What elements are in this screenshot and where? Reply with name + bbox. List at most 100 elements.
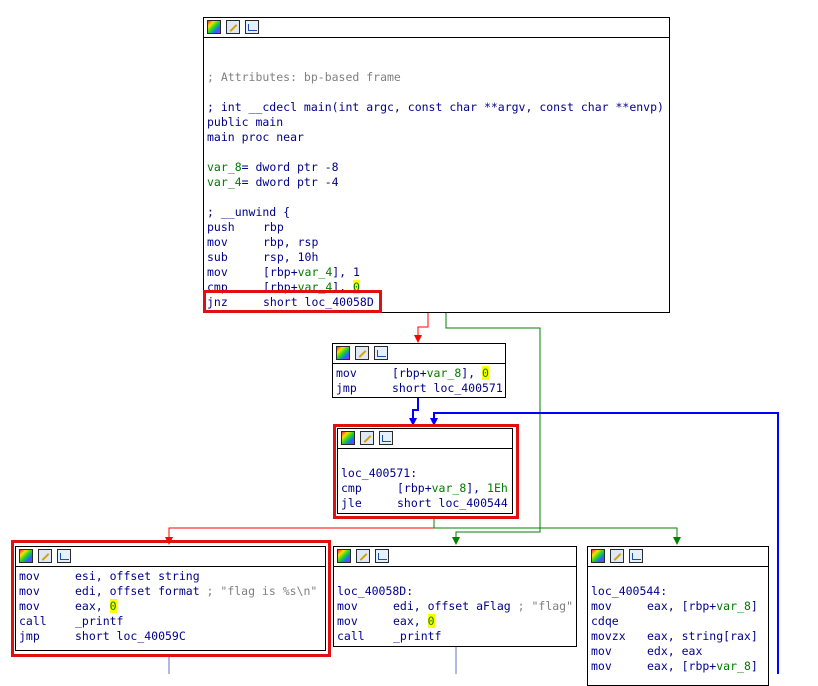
var4-name[interactable]: var_4 <box>207 175 242 189</box>
instruction-line[interactable]: cdqe <box>591 614 647 629</box>
instruction-operand: edi, offset format <box>75 584 200 598</box>
graph-icon[interactable] <box>375 549 389 563</box>
instruction-line[interactable]: mov esi, offset string <box>19 569 200 584</box>
instruction-line[interactable]: call_printf <box>337 629 441 644</box>
edit-icon[interactable] <box>356 549 370 563</box>
instruction-operand: _printf <box>393 629 442 643</box>
instruction-operand: short loc_40059C <box>75 629 186 643</box>
instruction-operand: eax, <box>75 599 110 613</box>
node-header <box>338 429 512 449</box>
edge-init-to-loop <box>412 398 419 424</box>
instruction-operand: esi, offset string <box>75 569 200 583</box>
highlight-loop <box>333 424 519 519</box>
highlight-print-flag <box>11 540 331 657</box>
color-palette-icon[interactable] <box>337 549 351 563</box>
instruction-operand: short loc_400571 <box>392 381 503 395</box>
stack-variable-ref[interactable]: var_8 <box>426 366 462 380</box>
instruction-operand: rsp, 10h <box>263 250 319 264</box>
proc-line: main proc near <box>207 130 304 144</box>
stack-variable-ref[interactable]: var_8 <box>431 481 467 495</box>
color-palette-icon[interactable] <box>19 549 33 563</box>
public-line: public main <box>207 115 284 129</box>
edit-icon[interactable] <box>226 20 240 34</box>
instruction-line[interactable]: cmp[rbp+var_8], 1Eh <box>341 481 508 496</box>
var8-name[interactable]: var_8 <box>207 160 242 174</box>
instruction-mnemonic: mov <box>207 235 228 249</box>
edge-main-to-else <box>445 313 541 543</box>
edge-loop-to-body <box>433 519 678 543</box>
instruction-mnemonic: mov <box>591 659 612 673</box>
instruction-mnemonic: mov <box>19 569 40 583</box>
instruction-operand: ], 1 <box>332 265 360 279</box>
instruction-operand: [rbp+ <box>397 481 432 495</box>
instruction-operand: _printf <box>75 614 124 628</box>
instruction-mnemonic: mov <box>207 265 228 279</box>
edit-icon[interactable] <box>610 549 624 563</box>
highlighted-constant: 0 <box>482 366 489 380</box>
instruction-line[interactable]: mov[rbp+var_8], 0 <box>336 366 489 381</box>
highlighted-constant: 0 <box>427 614 435 628</box>
instruction-mnemonic: sub <box>207 250 228 264</box>
color-palette-icon[interactable] <box>591 549 605 563</box>
edge-arrow <box>414 335 422 343</box>
graph-icon[interactable] <box>629 549 643 563</box>
instruction-line[interactable]: jle short loc_400544 <box>341 496 508 511</box>
color-palette-icon[interactable] <box>341 431 355 445</box>
stack-variable-ref[interactable]: var_4 <box>297 265 333 279</box>
instruction-mnemonic: mov <box>336 366 357 380</box>
instruction-operand: eax, [rbp+ <box>647 599 717 613</box>
var4-decl: var_4= dword ptr -4 <box>207 175 339 190</box>
edit-icon[interactable] <box>38 549 52 563</box>
highlight-jnz <box>203 290 382 313</box>
instruction-line[interactable]: mov[rbp+var_4], 1 <box>207 265 360 280</box>
instruction-comment: ; "flag" <box>510 599 574 613</box>
instruction-line[interactable]: sub rsp, 10h <box>207 250 318 265</box>
edge-arrow <box>409 418 417 426</box>
stack-variable-ref[interactable]: var_8 <box>716 659 751 673</box>
var4-type: = dword ptr -4 <box>241 175 339 189</box>
highlighted-constant: 0 <box>109 599 117 613</box>
var8-decl: var_8= dword ptr -8 <box>207 160 339 175</box>
node-header <box>204 18 669 38</box>
color-palette-icon[interactable] <box>207 20 221 34</box>
instruction-operand: short loc_400544 <box>397 496 508 510</box>
graph-icon[interactable] <box>374 346 388 360</box>
graph-icon[interactable] <box>57 549 71 563</box>
node-main[interactable]: ; Attributes: bp-based frame ; int __cde… <box>203 17 670 313</box>
instruction-line[interactable]: call_printf <box>19 614 123 629</box>
edge-main-to-init <box>417 313 429 341</box>
instruction-operand: edi, offset aFlag <box>393 599 511 613</box>
body-label: loc_400544: <box>591 584 668 598</box>
instruction-operand: ] <box>750 599 758 613</box>
node-header <box>16 547 325 567</box>
edit-icon[interactable] <box>360 431 374 445</box>
color-palette-icon[interactable] <box>336 346 350 360</box>
instruction-line[interactable]: mov eax, [rbp+var_8] <box>591 599 758 614</box>
instruction-operand: [rbp+ <box>392 366 427 380</box>
graph-icon[interactable] <box>245 20 259 34</box>
instruction-mnemonic: mov <box>591 599 612 613</box>
instruction-mnemonic: jle <box>341 496 362 510</box>
graph-icon[interactable] <box>379 431 393 445</box>
edit-icon[interactable] <box>355 346 369 360</box>
numeric-constant: 1Eh <box>487 481 508 495</box>
stack-variable-ref[interactable]: var_8 <box>716 599 751 613</box>
instruction-mnemonic: movzx <box>591 629 626 643</box>
